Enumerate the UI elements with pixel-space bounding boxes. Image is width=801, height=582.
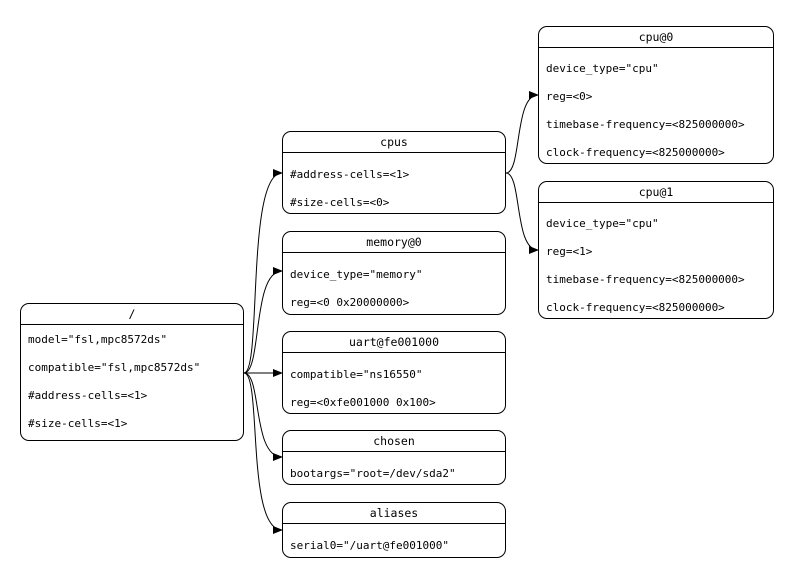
prop-clock-frequency: clock-frequency=<825000000> <box>546 301 725 314</box>
prop-reg: reg=<0xfe001000 0x100> <box>290 396 436 409</box>
prop-compatible: compatible="fsl,mpc8572ds" <box>28 361 201 374</box>
edge-cpus-cpu0 <box>505 91 539 174</box>
node-title: / <box>21 304 243 325</box>
prop-clock-frequency: clock-frequency=<825000000> <box>546 146 725 159</box>
edge-root-chosen <box>243 372 283 461</box>
prop-serial0: serial0="/uart@fe001000" <box>290 539 449 552</box>
prop-address-cells: #address-cells=<1> <box>28 389 148 402</box>
node-cpu1: cpu@1 device_type="cpu" reg=<1> timebase… <box>538 181 774 319</box>
node-title: cpus <box>283 132 505 153</box>
prop-reg: reg=<0> <box>546 90 593 103</box>
prop-bootargs: bootargs="root=/dev/sda2" <box>290 467 456 480</box>
node-cpu0: cpu@0 device_type="cpu" reg=<0> timebase… <box>538 26 774 164</box>
node-title: memory@0 <box>283 232 505 253</box>
node-cpus: cpus #address-cells=<1> #size-cells=<0> <box>282 131 506 214</box>
edge-root-memory <box>243 267 283 374</box>
prop-reg: reg=<1> <box>546 245 593 258</box>
edge-root-cpus <box>243 169 283 374</box>
prop-reg: reg=<0 0x20000000> <box>290 296 410 309</box>
prop-device-type: device_type="cpu" <box>546 62 659 75</box>
node-chosen: chosen bootargs="root=/dev/sda2" <box>282 430 506 485</box>
node-title: cpu@0 <box>539 27 773 48</box>
node-title: cpu@1 <box>539 182 773 203</box>
prop-address-cells: #address-cells=<1> <box>290 168 410 181</box>
edge-cpus-cpu1 <box>505 172 539 254</box>
prop-timebase-frequency: timebase-frequency=<825000000> <box>546 273 745 286</box>
prop-size-cells: #size-cells=<0> <box>290 196 390 209</box>
prop-size-cells: #size-cells=<1> <box>28 417 128 430</box>
node-title: aliases <box>283 503 505 524</box>
prop-model: model="fsl,mpc8572ds" <box>28 333 168 346</box>
prop-timebase-frequency: timebase-frequency=<825000000> <box>546 118 745 131</box>
prop-device-type: device_type="memory" <box>290 268 423 281</box>
node-uart: uart@fe001000 compatible="ns16550" reg=<… <box>282 331 506 414</box>
prop-compatible: compatible="ns16550" <box>290 368 423 381</box>
edge-root-aliases <box>243 372 283 534</box>
node-memory: memory@0 device_type="memory" reg=<0 0x2… <box>282 231 506 315</box>
node-root: / model="fsl,mpc8572ds" compatible="fsl,… <box>20 303 244 441</box>
prop-device-type: device_type="cpu" <box>546 217 659 230</box>
node-title: uart@fe001000 <box>283 332 505 353</box>
node-aliases: aliases serial0="/uart@fe001000" <box>282 502 506 558</box>
node-title: chosen <box>283 431 505 452</box>
